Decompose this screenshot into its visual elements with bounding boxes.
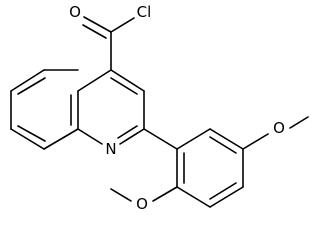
quinoline-benzo-ring [10, 69, 79, 150]
bond-biaryl [143, 128, 178, 150]
dimethoxyphenyl-ring [176, 128, 244, 208]
bond-phenyl-4 [209, 186, 244, 208]
bond-pyridine-inner-2 [117, 125, 138, 139]
bond-pyridine-c2-n [119, 128, 145, 145]
atom-label-acyl-oxygen: O [69, 3, 81, 21]
bond-methoxy-lower-methyl [110, 188, 132, 202]
bond-methoxy-upper-methyl [289, 116, 309, 129]
bond-benzo-4 [10, 128, 45, 150]
bond-ring-methoxy-lower [152, 186, 178, 202]
bond-phenyl-1 [176, 128, 211, 150]
bond-benzo-inner-2 [17, 125, 46, 142]
bond-phenyl-inner-1 [209, 136, 237, 154]
bond-pyridine-c4-c3 [110, 69, 145, 92]
atom-label-chlorine: Cl [137, 3, 152, 21]
atom-label-methoxy-oxygen-lower: O [136, 195, 148, 213]
bond-benzo-inner-1 [17, 77, 46, 95]
bond-carbonyl-oxygen-inner [82, 24, 107, 39]
bond-ring-methoxy-upper [242, 133, 269, 150]
bond-phenyl-5 [176, 186, 211, 208]
bond-carbonyl-oxygen-outer [83, 16, 112, 33]
methoxy-groups [110, 116, 309, 202]
atom-label-ring-nitrogen: N [105, 140, 116, 158]
bond-carbonyl-chlorine [110, 17, 135, 33]
bond-pyridine-n-c8a [77, 128, 103, 145]
atom-label-methoxy-oxygen-upper: O [273, 119, 285, 137]
bond-pyridine-c4a-c4 [77, 69, 112, 92]
bond-phenyl-inner-2 [209, 182, 237, 200]
quinoline-pyridine-ring [77, 69, 145, 145]
bond-benzo-5 [43, 128, 79, 150]
bond-pyridine-inner-1 [110, 77, 138, 95]
chemical-structure-diagram: O Cl N O O [10, 3, 309, 213]
acyl-chloride-group [82, 16, 135, 71]
bond-benzo-2 [10, 69, 45, 92]
bond-phenyl-2 [209, 128, 244, 150]
